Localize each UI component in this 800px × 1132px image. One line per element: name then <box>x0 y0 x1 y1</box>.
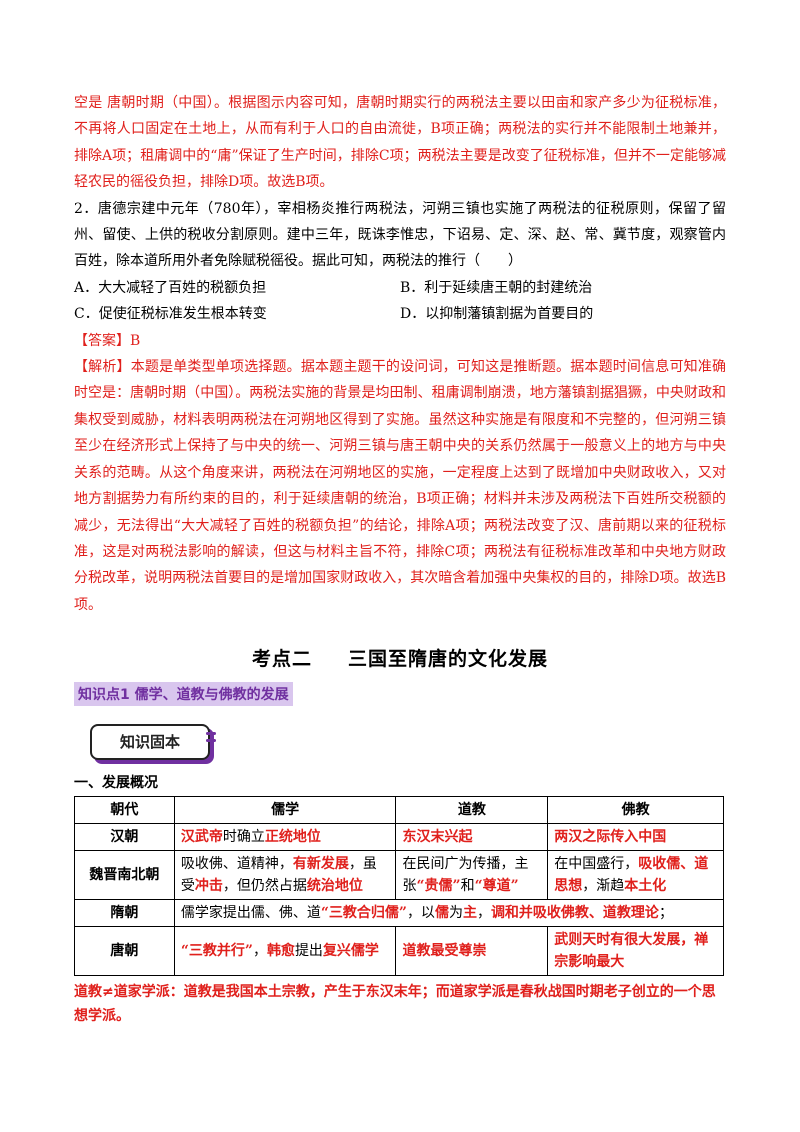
question-2-stem: 2．唐德宗建中元年（780年），宰相杨炎推行两税法，河朔三镇也实施了两税法的征税… <box>74 200 726 270</box>
note-taoism-vs-taoist-school: 道教≠道家学派：道教是我国本土宗教，产生于东汉末年；而道家学派是春秋战国时期老子… <box>74 984 716 1025</box>
header-confucianism: 儒学 <box>173 796 397 825</box>
tang-buddhism: 武则天时有很大发展，禅宗影响最大 <box>547 926 724 977</box>
section-number: 考点二 <box>251 648 312 671</box>
table-row: 隋朝 儒学家提出儒、佛、道“三教合归儒”，以儒为主，调和并吸收佛教、道教理论； <box>74 899 725 928</box>
option-c: C．促使征税标准发生根本转变 <box>74 306 267 323</box>
weijin-buddhism: 在中国盛行，吸收儒、道思想，渐趋本土化 <box>547 850 724 901</box>
weijin-taoism: 在民间广为传播，主张“贵儒”和“尊道” <box>395 850 549 901</box>
question-2-options: A．大大减轻了百姓的税额负担 B．利于延续唐王朝的封建统治 C．促使征税标准发生… <box>74 275 726 328</box>
subheading: 一、发展概况 <box>74 775 158 792</box>
header-dynasty: 朝代 <box>74 796 175 825</box>
section-title: 三国至隋唐的文化发展 <box>348 648 549 671</box>
analysis-paragraph-1: 空是 唐朝时期（中国）。根据图示内容可知，唐朝时期实行的两税法主要以田亩和家产多… <box>74 95 726 191</box>
han-buddhism: 两汉之际传入中国 <box>547 823 724 852</box>
knowledge-badge: 知识固本 <box>90 724 216 761</box>
header-taoism: 道教 <box>395 796 549 825</box>
dynasty-tang: 唐朝 <box>74 926 175 977</box>
analysis-paragraph-2: 【解析】本题是单类型单项选择题。据本题主题干的设问词，可知这是推断题。据本题时间… <box>74 359 726 613</box>
sui-content: 儒学家提出儒、佛、道“三教合归儒”，以儒为主，调和并吸收佛教、道教理论； <box>173 899 725 928</box>
tang-taoism: 道教最受尊崇 <box>395 926 549 977</box>
tang-confucianism: “三教并行”，韩愈提出复兴儒学 <box>173 926 397 977</box>
dynasty-weijin: 魏晋南北朝 <box>74 850 175 901</box>
section-heading: 考点二 三国至隋唐的文化发展 <box>74 642 726 676</box>
option-a: A．大大减轻了百姓的税额负担 <box>74 279 267 296</box>
binder-rings-icon <box>206 732 216 752</box>
page-content: 空是 唐朝时期（中国）。根据图示内容可知，唐朝时期实行的两税法主要以田亩和家产多… <box>74 90 726 1028</box>
answer-line: 【答案】B <box>74 332 141 349</box>
knowledge-point-heading: 知识点1 儒学、道教与佛教的发展 <box>74 682 293 707</box>
table-row: 唐朝 “三教并行”，韩愈提出复兴儒学 道教最受尊崇 武则天时有很大发展，禅宗影响… <box>74 926 724 977</box>
dynasty-han: 汉朝 <box>74 823 175 852</box>
table-header-row: 朝代 儒学 道教 佛教 <box>74 796 724 825</box>
option-d: D．以抑制藩镇割据为首要目的 <box>400 306 594 323</box>
option-b: B．利于延续唐王朝的封建统治 <box>400 279 593 296</box>
han-taoism: 东汉末兴起 <box>395 823 549 852</box>
dynasty-sui: 隋朝 <box>74 899 175 928</box>
header-buddhism: 佛教 <box>547 796 724 825</box>
badge-container: 知识固本 <box>74 722 726 764</box>
development-table: 朝代 儒学 道教 佛教 汉朝 汉武帝时确立正统地位 东汉末兴起 两汉之际传入中国… <box>74 796 725 977</box>
han-confucianism: 汉武帝时确立正统地位 <box>173 823 397 852</box>
badge-label: 知识固本 <box>119 733 180 752</box>
table-row: 汉朝 汉武帝时确立正统地位 东汉末兴起 两汉之际传入中国 <box>74 823 724 852</box>
table-row: 魏晋南北朝 吸收佛、道精神，有新发展，虽受冲击，但仍然占据统治地位 在民间广为传… <box>74 850 724 901</box>
weijin-confucianism: 吸收佛、道精神，有新发展，虽受冲击，但仍然占据统治地位 <box>173 850 397 901</box>
